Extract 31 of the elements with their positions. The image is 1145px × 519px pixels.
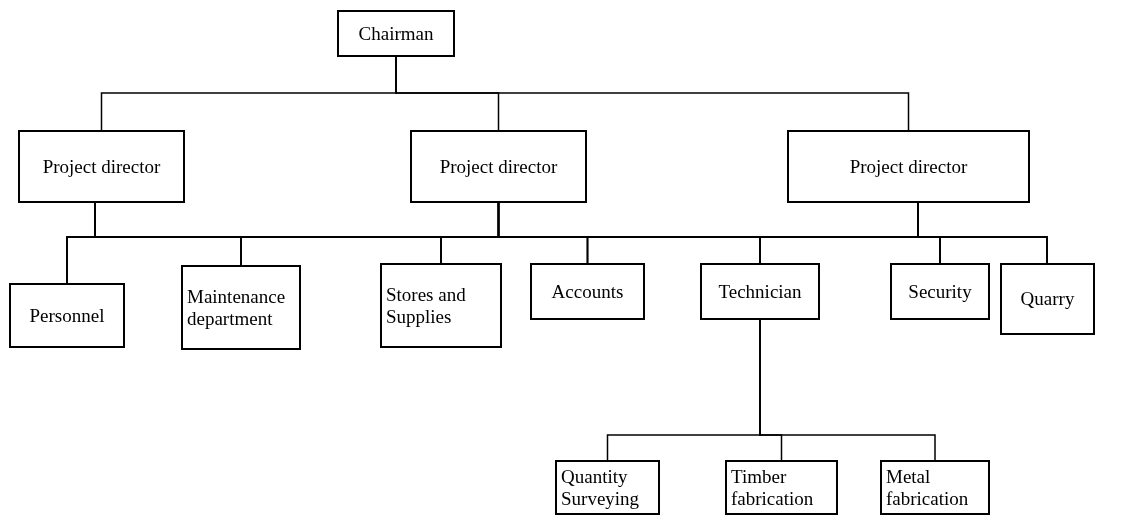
box-label: Accounts (551, 280, 624, 303)
org-box (380, 263, 502, 348)
box-label: Project director (42, 155, 161, 178)
box-label: Technician (718, 280, 802, 303)
box-label: Security (908, 280, 972, 303)
org-box (880, 460, 990, 515)
org-box (555, 460, 660, 515)
org-box (9, 283, 125, 348)
org-box (181, 265, 301, 350)
org-box (725, 460, 838, 515)
org-box (1000, 263, 1095, 335)
box-label: Maintenance department (187, 285, 287, 330)
connector-line (759, 319, 936, 461)
connector-line (917, 202, 1048, 264)
box-label: Metal fabrication (886, 465, 970, 510)
box-label: Quarry (1020, 288, 1075, 310)
connector-line (395, 56, 910, 131)
org-box (337, 10, 455, 57)
org-box (700, 263, 820, 320)
org-box (787, 130, 1030, 203)
org-box (18, 130, 185, 203)
box-label: Stores and Supplies (386, 283, 467, 328)
org-box (410, 130, 587, 203)
box-label: Quantity Surveying (561, 465, 641, 510)
box-label: Project director (849, 155, 968, 178)
box-label: Project director (439, 155, 558, 178)
box-label: Chairman (358, 22, 434, 45)
box-label: Timber fabrication (731, 465, 815, 510)
org-box (530, 263, 645, 320)
org-box (890, 263, 990, 320)
box-label: Personnel (29, 304, 105, 327)
